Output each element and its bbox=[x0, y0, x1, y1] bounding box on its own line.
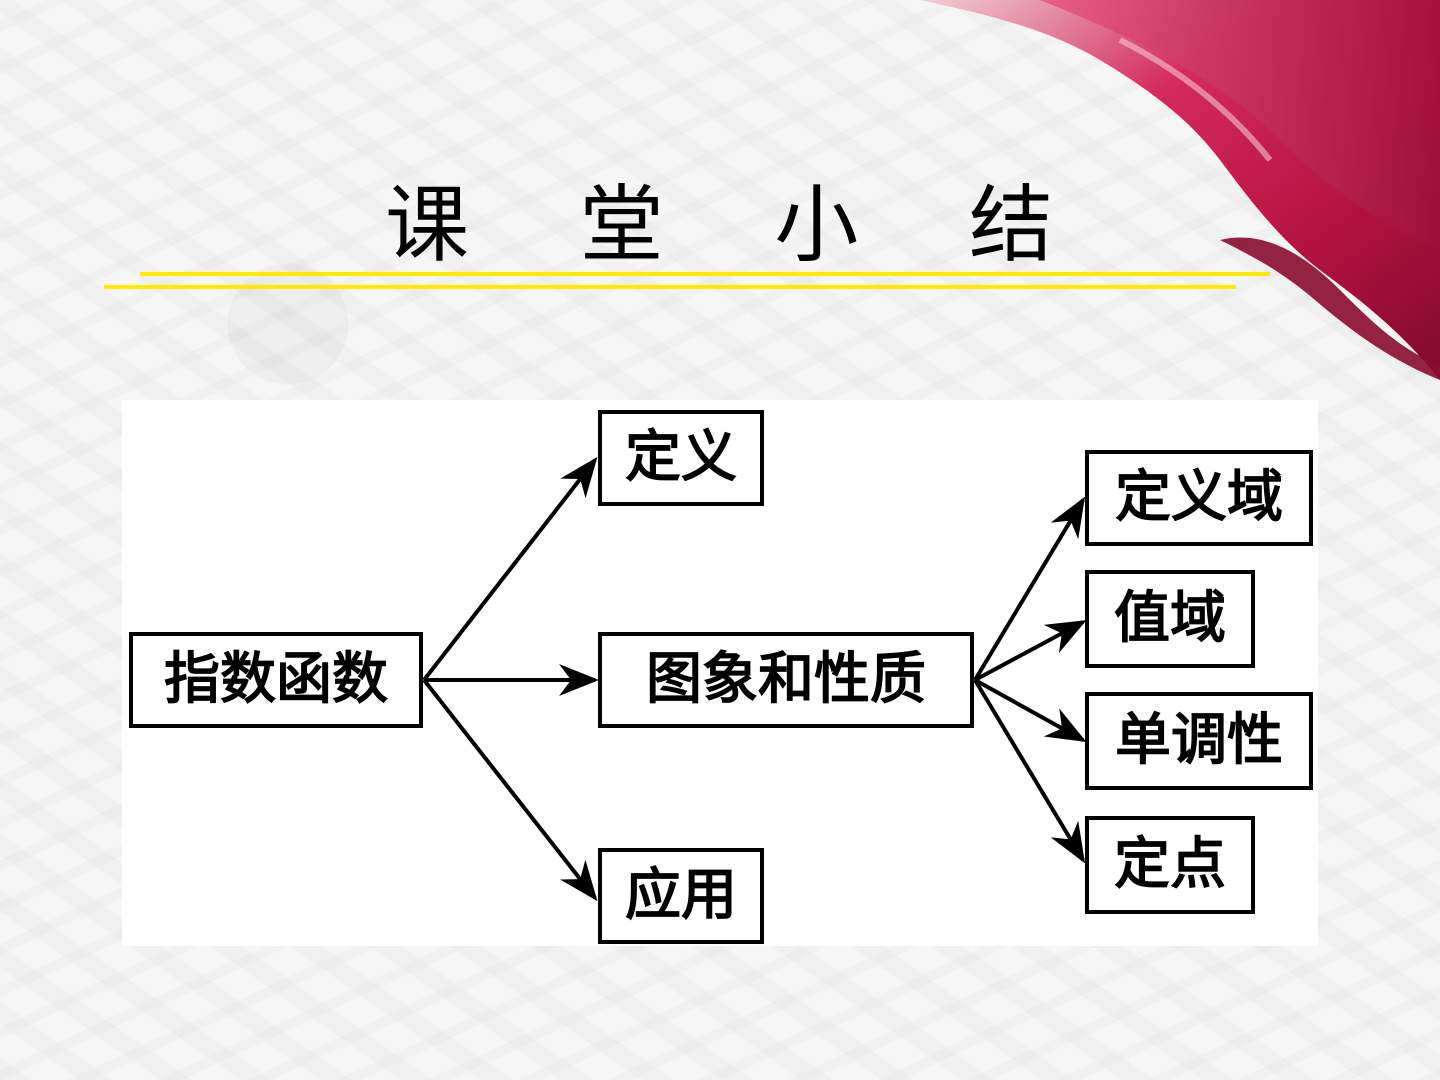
node-fixed-point: 定点 bbox=[1085, 816, 1255, 914]
node-monotonicity: 单调性 bbox=[1085, 692, 1313, 790]
slide-title: 课 堂 小 结 bbox=[384, 176, 1096, 274]
title-underline-upper bbox=[140, 272, 1270, 276]
node-application: 应用 bbox=[598, 848, 764, 944]
node-range: 值域 bbox=[1085, 570, 1255, 668]
title-underline-lower bbox=[104, 285, 1236, 289]
arrow-graph-to-monotonicity bbox=[974, 678, 1087, 742]
arrow-graph-to-fixed-point bbox=[973, 678, 1086, 864]
node-exponential-function: 指数函数 bbox=[129, 632, 423, 728]
arrow-root-to-definition bbox=[422, 456, 598, 682]
decorative-ribbon bbox=[920, 0, 1440, 380]
arrow-graph-to-range bbox=[974, 620, 1087, 682]
arrow-root-to-application bbox=[422, 678, 598, 902]
arrow-graph-to-domain bbox=[973, 496, 1086, 682]
node-definition: 定义 bbox=[598, 410, 764, 506]
node-graph-and-properties: 图象和性质 bbox=[598, 632, 974, 728]
node-domain: 定义域 bbox=[1085, 450, 1313, 546]
